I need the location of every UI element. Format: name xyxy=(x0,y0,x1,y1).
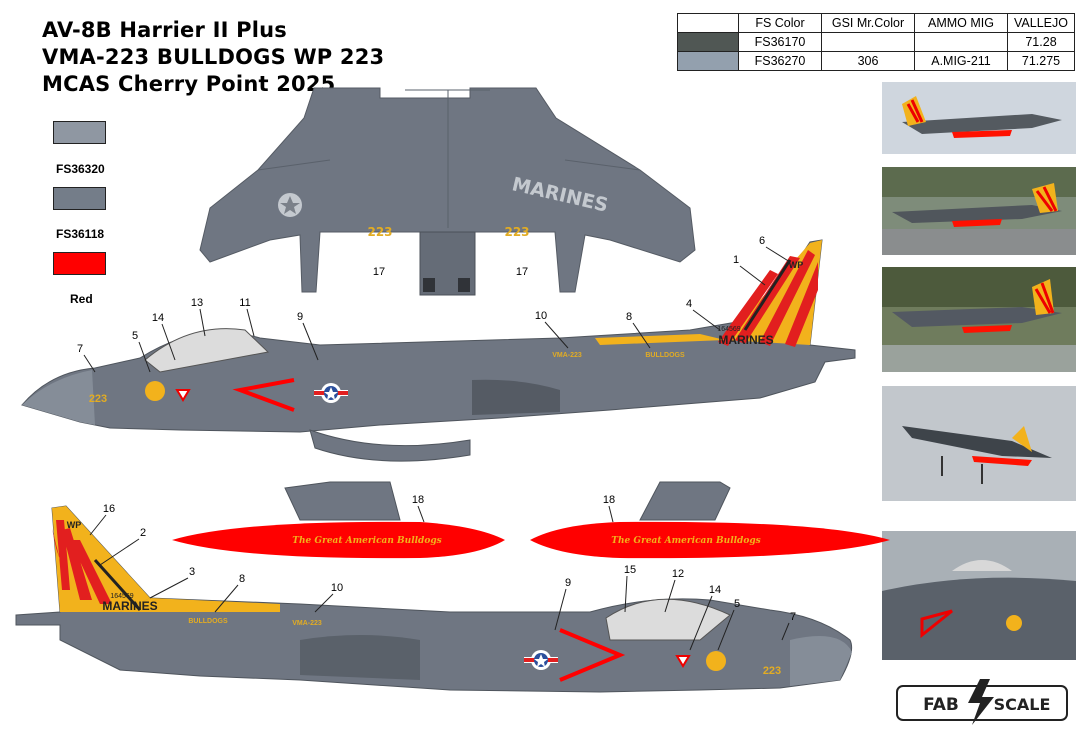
intake-chevron xyxy=(232,378,295,412)
callout-label: 2 xyxy=(140,527,146,539)
callout-label: 7 xyxy=(77,343,83,355)
callout-label: 12 xyxy=(672,568,684,580)
swatch-gray-medium xyxy=(53,187,106,210)
cell: FS36170 xyxy=(738,32,822,52)
callout-label: 18 xyxy=(412,494,424,506)
drop-tanks: The Great American Bulldogs The Great Am… xyxy=(172,481,890,559)
callout-label: 11 xyxy=(239,297,250,309)
callout-label: 10 xyxy=(535,310,547,322)
callout-label: 9 xyxy=(565,577,571,589)
callout-label: 5 xyxy=(132,330,138,342)
reference-photo-5 xyxy=(882,531,1076,660)
warning-triangle-icon xyxy=(175,389,191,402)
callout-label: 8 xyxy=(239,573,245,585)
logo-text-left: FAB xyxy=(923,695,959,715)
top-view: MARINES 223 223 17 17 xyxy=(199,87,696,296)
reference-photo-1 xyxy=(882,82,1076,154)
title-line-1: AV-8B Harrier II Plus xyxy=(42,18,287,42)
squadron-badge-icon xyxy=(706,651,726,671)
right-callouts: 16 2 3 8 10 9 15 12 14 5 7 xyxy=(103,503,796,623)
callout-label: 18 xyxy=(603,494,615,506)
left-bulldogs-text: BULLDOGS xyxy=(645,352,685,359)
swatch-label-2: FS36118 xyxy=(56,227,105,241)
callout-label: 5 xyxy=(734,598,740,610)
left-callouts: 7 5 14 13 11 9 10 8 4 1 6 xyxy=(77,235,765,355)
cell: A.MIG-211 xyxy=(914,51,1008,71)
paint-table: FS Color GSI Mr.Color AMMO MIG VALLEJO F… xyxy=(677,13,1075,71)
swatch-gray-light xyxy=(53,121,106,144)
swatch-red xyxy=(53,252,106,275)
callout-label: 17 xyxy=(516,266,528,278)
right-tail-marines: MARINES xyxy=(102,599,157,613)
callout-label: 15 xyxy=(624,564,636,576)
callout-label: 16 xyxy=(103,503,115,515)
warning-triangle-icon xyxy=(675,655,691,668)
reference-photo-3 xyxy=(882,267,1076,372)
left-tail-code: WP xyxy=(789,260,804,270)
lightning-icon xyxy=(968,679,994,725)
drop-tank-left xyxy=(172,521,505,559)
left-side-view: 223 VMA-223 BULLDOGS MARINES 164569 WP 7… xyxy=(21,235,856,462)
paint-table-row: FS36270 306 A.MIG-211 71.275 xyxy=(677,51,1075,71)
tank-text-right: The Great American Bulldogs xyxy=(611,536,760,546)
right-squadron-text: VMA-223 xyxy=(292,620,322,627)
swatch-label-1: FS36320 xyxy=(56,162,105,176)
intake-chevron xyxy=(559,628,626,682)
squadron-badge-icon xyxy=(145,381,165,401)
callout-label: 14 xyxy=(152,312,164,324)
callout-label: 14 xyxy=(709,584,721,596)
left-squadron-text: VMA-223 xyxy=(552,352,582,359)
right-serial: 164569 xyxy=(110,593,133,600)
cell: FS36270 xyxy=(738,51,822,71)
drop-tank-right xyxy=(530,521,890,559)
swatch-label-3: Red xyxy=(70,292,93,306)
header-ammo: AMMO MIG xyxy=(914,13,1008,33)
callout-label: 3 xyxy=(189,566,195,578)
callout-label: 17 xyxy=(373,266,385,278)
callout-label: 10 xyxy=(331,582,343,594)
header-gsi: GSI Mr.Color xyxy=(821,13,915,33)
paint-table-row: FS36170 71.28 xyxy=(677,32,1075,52)
callout-label: 8 xyxy=(626,311,632,323)
left-serial: 164569 xyxy=(717,326,740,333)
row-swatch xyxy=(677,51,739,71)
left-tail-marines: MARINES xyxy=(718,333,773,347)
reference-photo-4 xyxy=(882,386,1076,501)
left-modex: 223 xyxy=(89,393,107,405)
callout-label: 9 xyxy=(297,311,303,323)
reference-photo-2 xyxy=(882,167,1076,255)
right-bulldogs-text: BULLDOGS xyxy=(188,618,228,625)
cell: 71.275 xyxy=(1007,51,1075,71)
right-side-view: 223 VMA-223 BULLDOGS MARINES 164569 WP 1… xyxy=(15,503,853,693)
right-tail-code: WP xyxy=(67,520,82,530)
logo-text-right: SCALE xyxy=(994,695,1051,714)
cell: 71.28 xyxy=(1007,32,1075,52)
tank-text-left: The Great American Bulldogs xyxy=(292,536,441,546)
title-line-2: VMA-223 BULLDOGS WP 223 xyxy=(42,45,385,69)
page-title: AV-8B Harrier II Plus VMA-223 BULLDOGS W… xyxy=(42,17,384,98)
title-line-3: MCAS Cherry Point 2025 xyxy=(42,72,336,96)
callout-label: 7 xyxy=(790,611,796,623)
fab-scale-logo: FAB SCALE xyxy=(896,679,1068,725)
top-modex-right: 223 xyxy=(504,225,529,239)
callout-label: 13 xyxy=(191,297,203,309)
callout-label: 4 xyxy=(686,298,692,310)
top-modex-left: 223 xyxy=(367,225,392,239)
right-modex: 223 xyxy=(763,665,781,677)
callout-label: 6 xyxy=(759,235,765,247)
callout-label: 1 xyxy=(733,254,739,266)
